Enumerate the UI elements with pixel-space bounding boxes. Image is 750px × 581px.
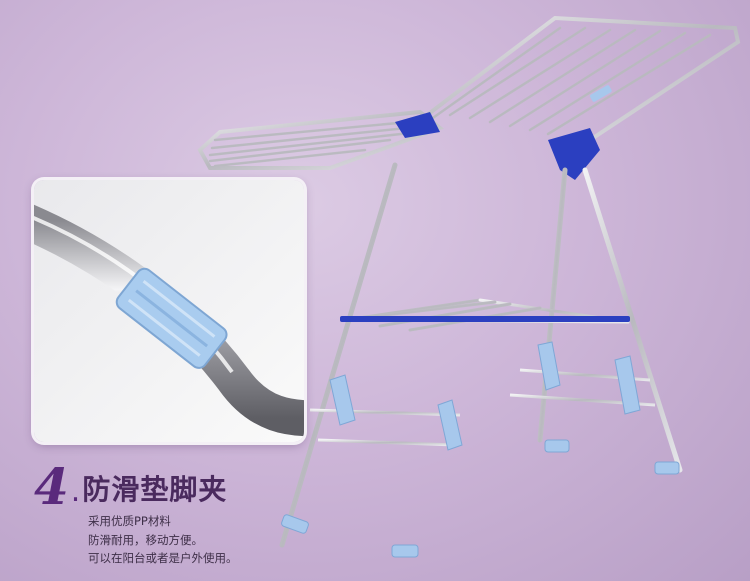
feature-number-separator: . xyxy=(70,474,81,509)
top-right-wing xyxy=(408,15,741,142)
foot-pad-clip xyxy=(115,267,228,369)
feature-description: 采用优质PP材料 防滑耐用，移动方便。 可以在阳台或者是户外使用。 xyxy=(88,512,238,568)
hinge-clips xyxy=(395,85,612,180)
middle-shelf xyxy=(343,298,630,332)
top-left-wing xyxy=(197,109,445,170)
rack-legs xyxy=(279,162,683,553)
rack-foot-clips xyxy=(281,341,680,558)
feature-heading: 4 . 防滑垫脚夹 xyxy=(34,452,227,512)
description-line: 采用优质PP材料 xyxy=(88,514,171,528)
lower-rails xyxy=(309,368,656,447)
feature-title: 防滑垫脚夹 xyxy=(82,473,228,506)
description-line: 可以在阳台或者是户外使用。 xyxy=(88,551,238,565)
shelf-clips xyxy=(340,316,630,322)
feature-number: 4 xyxy=(34,457,69,516)
close-up-inset xyxy=(34,180,304,442)
foot-pad-closeup-image xyxy=(34,180,304,442)
description-line: 防滑耐用，移动方便。 xyxy=(88,532,203,547)
